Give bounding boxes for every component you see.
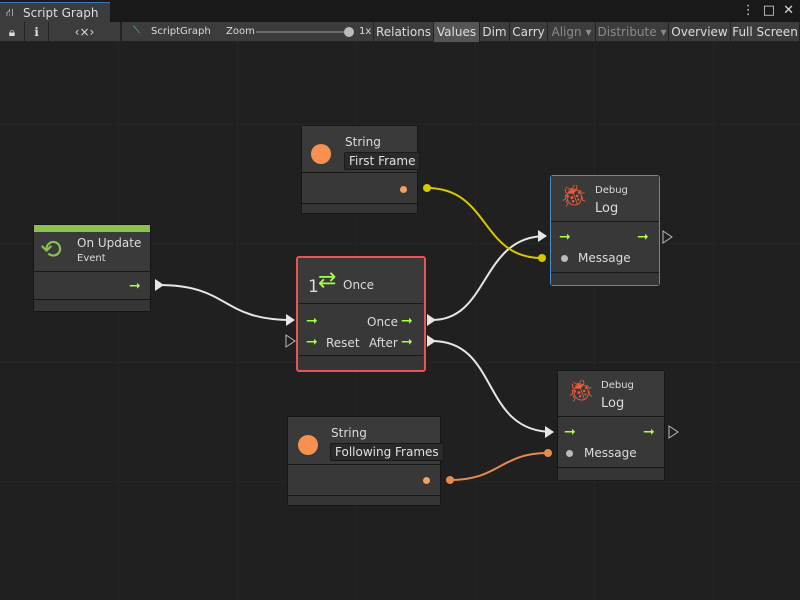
- debug-log-node-2[interactable]: 🐞︎ Debug Log ➞ ➞ Message: [557, 370, 665, 481]
- graph-icon: ⟍: [133, 25, 140, 36]
- node-title: On Update: [77, 236, 142, 250]
- zoom-slider-handle[interactable]: [344, 27, 354, 37]
- tab-script-graph[interactable]: ⛙Script Graph: [0, 2, 110, 22]
- port-dot: [423, 184, 431, 192]
- flow-in-arrow-icon: ➞: [559, 229, 571, 245]
- node-title: Log: [601, 396, 625, 411]
- port-triangle: [286, 314, 295, 326]
- string-icon: [298, 435, 318, 455]
- port-triangle: [285, 334, 296, 348]
- title-bar: ⛙Script Graph ⋮ □ ✕: [0, 0, 800, 22]
- flow-in-arrow-icon: ➞: [564, 424, 576, 440]
- node-subtitle: Debug: [601, 380, 634, 391]
- port-label: Once: [367, 315, 399, 329]
- string-icon: [311, 144, 331, 164]
- port-dot: [544, 449, 552, 457]
- port-dot: [538, 254, 546, 262]
- string-node-following-frames[interactable]: String Following Frames: [287, 416, 444, 506]
- node-title: Log: [595, 201, 619, 216]
- relations-button[interactable]: Relations: [373, 22, 434, 42]
- zoom-label: Zoom: [226, 26, 255, 37]
- port-label: Message: [578, 251, 631, 265]
- hierarchy-icon: ⛙: [6, 6, 14, 19]
- loop-icon: ⟲: [40, 235, 62, 265]
- flow-out-arrow-icon: ➞: [401, 334, 413, 350]
- node-title: String: [345, 135, 381, 149]
- on-update-event-node[interactable]: ⟲ On Update Event ➞: [33, 224, 151, 312]
- port-triangle: [662, 230, 673, 244]
- zoom-slider[interactable]: [256, 31, 348, 33]
- port-dot: [446, 476, 454, 484]
- port-triangle: [427, 314, 436, 326]
- zoom-value: 1x: [359, 26, 372, 37]
- dim-button[interactable]: Dim: [480, 22, 510, 42]
- flow-out-arrow-icon: ➞: [129, 278, 141, 294]
- input-port[interactable]: [561, 255, 568, 262]
- node-title: String: [331, 426, 367, 440]
- align-dropdown[interactable]: Align ▾: [548, 22, 596, 42]
- port-label: Message: [584, 446, 637, 460]
- node-subtitle: Debug: [595, 185, 628, 196]
- flow-wire-after-log2: [431, 340, 554, 433]
- flow-wire-once-log1: [431, 235, 547, 321]
- value-wire-following: [449, 452, 549, 481]
- port-triangle: [668, 425, 679, 439]
- distribute-dropdown[interactable]: Distribute ▾: [596, 22, 669, 42]
- info-icon[interactable]: ℹ: [25, 22, 49, 42]
- debug-log-node-1[interactable]: 🐞︎ Debug Log ➞ ➞ Message: [550, 175, 660, 286]
- flow-out-arrow-icon: ➞: [643, 424, 655, 440]
- port-label: Reset: [326, 336, 360, 350]
- maximize-icon[interactable]: □: [762, 3, 776, 18]
- node-subtitle: Event: [77, 253, 106, 264]
- flow-in-arrow-icon: ➞: [306, 313, 318, 329]
- string-value-field[interactable]: First Frame: [344, 152, 421, 170]
- port-triangle: [427, 335, 436, 347]
- flow-wire-update-once: [158, 284, 293, 321]
- once-icon: ⇄: [318, 268, 337, 293]
- close-icon[interactable]: ✕: [783, 3, 794, 18]
- string-node-first-frame[interactable]: String First Frame: [301, 125, 421, 214]
- output-port[interactable]: [400, 186, 407, 193]
- flow-out-arrow-icon: ➞: [637, 229, 649, 245]
- toolbar: 🔒︎ ℹ ‹×› ⟍ ScriptGraph Zoom 1x Relations…: [0, 22, 800, 42]
- carry-button[interactable]: Carry: [510, 22, 548, 42]
- more-icon[interactable]: ⋮: [741, 3, 755, 18]
- bug-icon: 🐞︎: [560, 184, 588, 209]
- overview-button[interactable]: Overview: [669, 22, 731, 42]
- once-node[interactable]: 1 ⇄ Once ➞ Once ➞ ➞ Reset After ➞: [296, 256, 426, 372]
- once-count: 1: [308, 277, 319, 297]
- lock-icon[interactable]: 🔒︎: [0, 22, 25, 42]
- output-port[interactable]: [423, 477, 430, 484]
- align-label: Align: [551, 25, 582, 39]
- port-triangle: [155, 279, 164, 291]
- value-wire-first-frame: [426, 187, 543, 259]
- port-triangle: [545, 426, 554, 438]
- node-title: Once: [343, 278, 375, 292]
- code-icon[interactable]: ‹×›: [49, 22, 121, 42]
- input-port[interactable]: [566, 450, 573, 457]
- string-value-field[interactable]: Following Frames: [330, 443, 444, 461]
- flow-in-arrow-icon: ➞: [306, 334, 318, 350]
- flow-out-arrow-icon: ➞: [401, 313, 413, 329]
- port-label: After: [369, 336, 398, 350]
- distribute-label: Distribute: [597, 25, 657, 39]
- port-triangle: [538, 230, 547, 242]
- bug-icon: 🐞︎: [567, 379, 595, 404]
- values-button[interactable]: Values: [434, 22, 480, 42]
- divider: [121, 22, 122, 42]
- graph-name[interactable]: ScriptGraph: [151, 26, 211, 37]
